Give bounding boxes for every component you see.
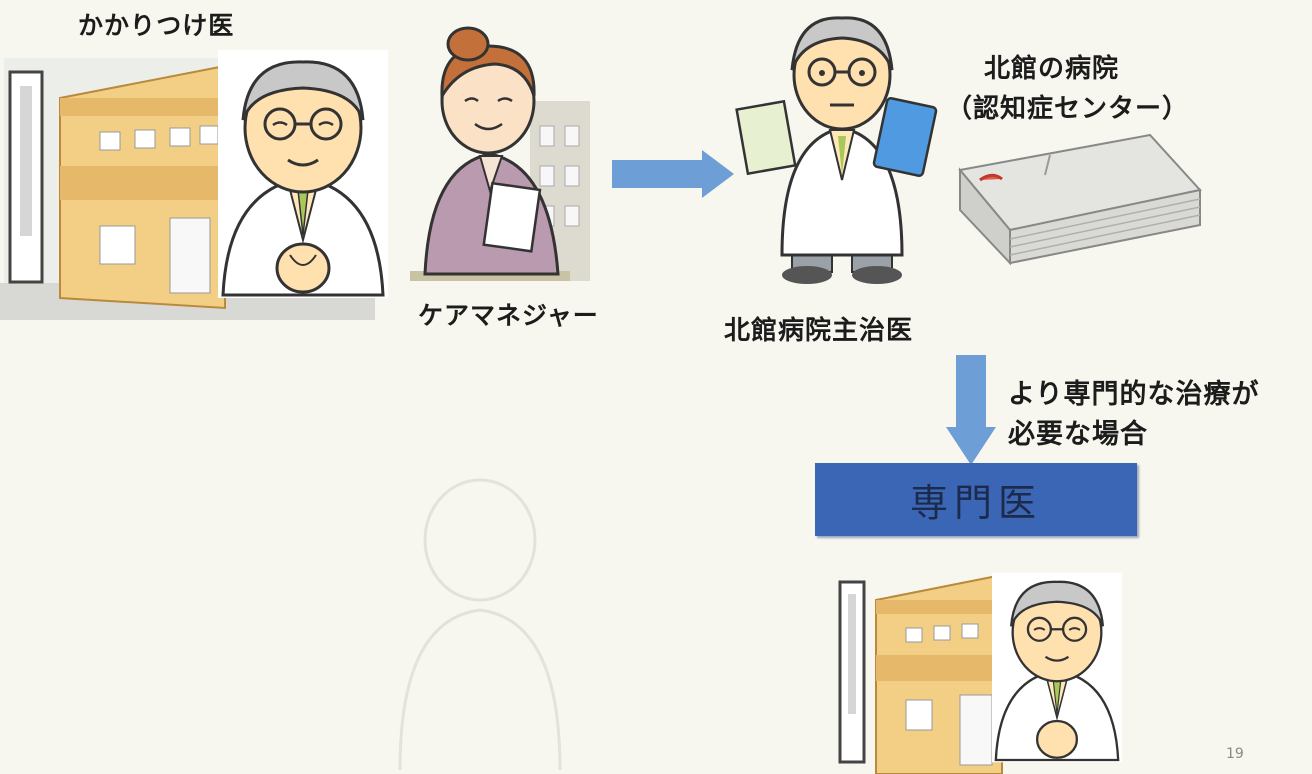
doctor-icon xyxy=(735,16,938,284)
arrow-right-icon xyxy=(612,150,734,198)
clinic-building-icon xyxy=(838,573,1003,774)
attending-doctor-label: 北館病院主治医 xyxy=(724,316,914,346)
care-manager-icon xyxy=(410,26,590,281)
care-manager-label: ケアマネジャー xyxy=(418,301,599,330)
page-number: 19 xyxy=(1226,746,1244,762)
dementia-center-label: （認知症センター） xyxy=(946,94,1190,124)
ghost-figure-icon xyxy=(398,478,562,771)
arrow-down-icon xyxy=(946,355,996,465)
family-doctor-label: かかりつけ医 xyxy=(78,11,235,40)
hospital-name-label: 北館の病院 xyxy=(984,54,1120,84)
hospital-building-icon xyxy=(958,133,1202,266)
condition-label-line2: 必要な場合 xyxy=(1008,419,1148,450)
doctor-icon xyxy=(992,572,1122,763)
specialist-label: 専門医 xyxy=(909,481,1042,525)
specialist-box: 専門医 xyxy=(815,463,1137,536)
doctor-icon xyxy=(218,50,388,298)
condition-label-line1: より専門的な治療が xyxy=(1008,379,1260,410)
